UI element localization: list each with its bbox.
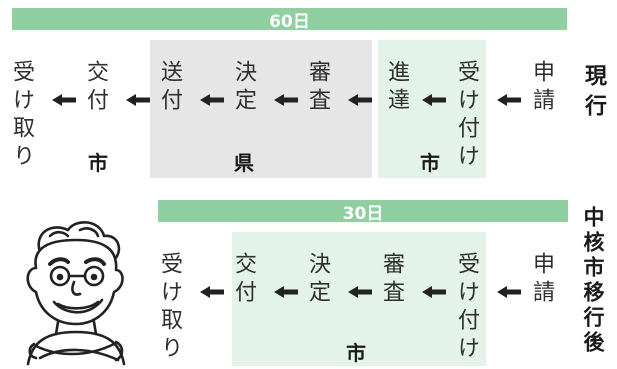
arrow-left-icon xyxy=(126,94,150,106)
arrow-left-icon xyxy=(274,94,298,106)
arrow-left-icon xyxy=(200,286,224,298)
shade-prefecture xyxy=(150,40,372,178)
arrow-left-icon xyxy=(497,94,521,106)
group-label-city: 市 xyxy=(346,341,366,365)
step-review: 審査 xyxy=(379,252,404,308)
group-label-city: 市 xyxy=(88,151,108,175)
label-current: 現行 xyxy=(581,64,606,124)
arrow-left-icon xyxy=(348,286,372,298)
step-receive: 受け付け xyxy=(454,60,479,172)
period-label-current: 60日 xyxy=(269,11,310,32)
step-receipt: 受け取り xyxy=(157,252,182,364)
label-after: 中核市移行後 xyxy=(581,206,605,356)
step-send: 送付 xyxy=(157,60,182,116)
step-apply: 申請 xyxy=(529,60,554,116)
period-label-after: 30日 xyxy=(342,203,384,224)
arrow-left-icon xyxy=(200,94,224,106)
group-label-prefecture: 県 xyxy=(234,151,254,175)
step-apply: 申請 xyxy=(529,252,554,308)
step-receipt: 受け取り xyxy=(9,60,34,172)
step-review: 審査 xyxy=(305,60,330,116)
arrow-left-icon xyxy=(52,94,76,106)
shade-city xyxy=(232,232,486,366)
mascot-illustration xyxy=(26,221,126,366)
shade-city-receive xyxy=(378,40,486,178)
group-label-city: 市 xyxy=(420,151,440,175)
step-issue: 交付 xyxy=(83,60,108,116)
arrow-left-icon xyxy=(348,94,372,106)
step-decide: 決定 xyxy=(305,252,330,308)
arrow-left-icon xyxy=(422,94,446,106)
step-forward: 進達 xyxy=(384,60,409,116)
arrow-left-icon xyxy=(422,286,446,298)
arrow-left-icon xyxy=(274,286,298,298)
period-bar-after: 30日 xyxy=(158,200,568,224)
step-issue: 交付 xyxy=(231,252,256,308)
period-bar-current: 60日 xyxy=(12,8,567,32)
arrow-left-icon xyxy=(497,286,521,298)
step-receive: 受け付け xyxy=(454,252,479,364)
step-decide: 決定 xyxy=(231,60,256,116)
